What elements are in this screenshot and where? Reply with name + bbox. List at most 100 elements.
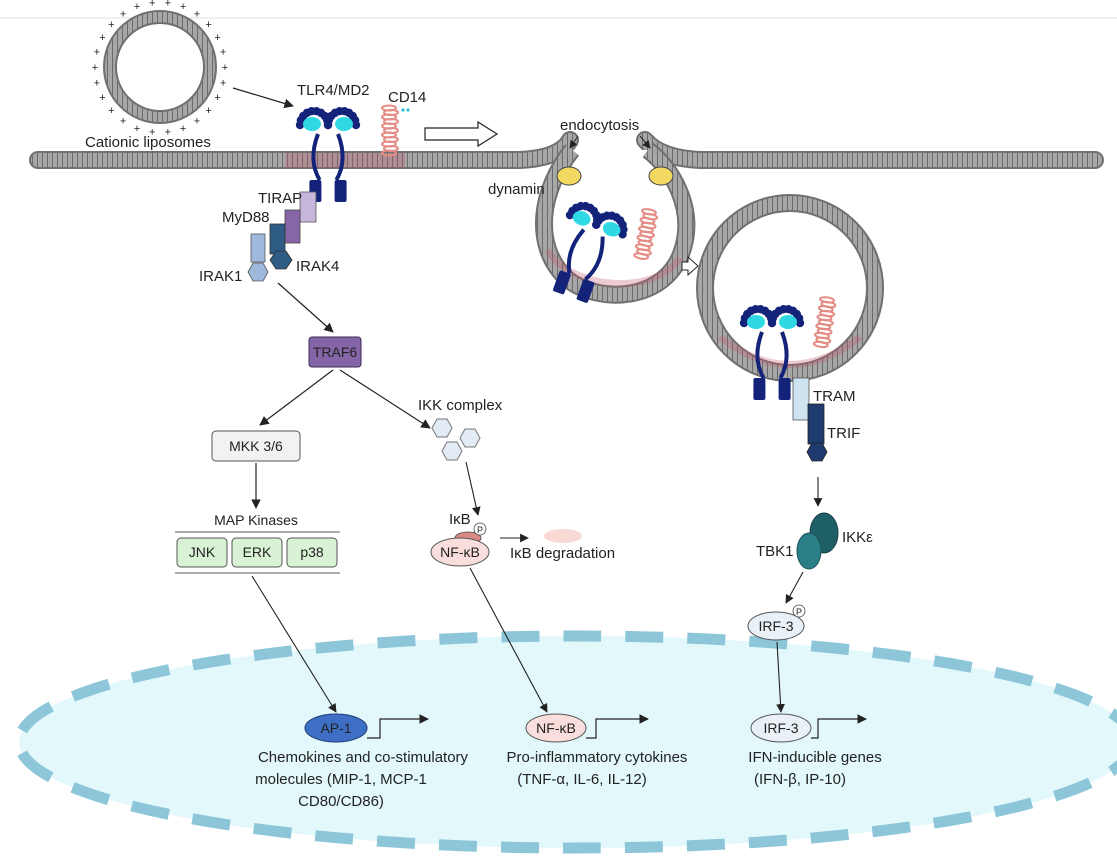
- endocytosis-arrow-right: [639, 135, 651, 149]
- plus-charge: +: [165, 0, 171, 9]
- cationic-liposome: ++++++++++++++++++++++++++: [92, 0, 228, 139]
- plus-charge: +: [214, 32, 220, 44]
- tram-shape: [792, 377, 810, 421]
- plus-charge: +: [120, 115, 126, 127]
- ap1-shape: [304, 713, 368, 743]
- dynamin-left: [556, 166, 582, 186]
- irf3-nuclear-label: IRF-3: [764, 720, 799, 736]
- irf3-label: IRF-3: [759, 618, 794, 634]
- irf3-phospho-badge: [792, 604, 806, 618]
- map-to-ap1-arrow: [251, 575, 337, 713]
- ikb-phospho-label: P: [477, 525, 483, 535]
- trif-label: TRIF: [827, 425, 860, 442]
- tram-label: TRAM: [813, 388, 856, 405]
- ikk-complex-label: IKK complex: [418, 397, 503, 414]
- irf3-genes-line2: (IFN-β, IP-10): [754, 771, 846, 788]
- irf3-nuclear-shape: [750, 713, 812, 743]
- tlr4-stalk: [584, 236, 605, 281]
- nfkb-genes-line2: (TNF-α, IL-6, IL-12): [517, 771, 647, 788]
- plus-charge: +: [149, 127, 155, 139]
- tlr4-md2-label: TLR4/MD2: [297, 82, 370, 99]
- endocytosis-arrow-left: [569, 135, 579, 149]
- irak4-label: IRAK4: [296, 258, 339, 275]
- endocytosis-label: endocytosis: [560, 117, 639, 134]
- tirap-label: TIRAP: [258, 190, 302, 207]
- irf3-genes-line1: IFN-inducible genes: [748, 749, 881, 766]
- plus-charge: +: [165, 127, 171, 139]
- md2-protein: [747, 315, 765, 329]
- ikb-label: IκB: [449, 511, 471, 528]
- irf3-shape: [747, 611, 805, 641]
- plus-charge: +: [94, 46, 100, 58]
- cd14-receptor-endosome: [812, 296, 837, 349]
- mkk-label: MKK 3/6: [229, 438, 283, 454]
- ap1-genes-line2: molecules (MIP-1, MCP-1: [255, 771, 427, 788]
- tlr4-md2-complex: [295, 107, 361, 202]
- nfkb-label: NF-κB: [440, 544, 480, 560]
- mkk-box: [211, 430, 301, 462]
- cd14-label: CD14: [388, 89, 426, 106]
- plus-charge: +: [180, 123, 186, 135]
- traf6-box: [308, 336, 362, 368]
- cd14-coil-turn: [633, 252, 650, 260]
- traf6-label: TRAF6: [313, 344, 358, 360]
- dynamin-label: dynamin: [488, 181, 545, 198]
- irf3-gene-arrow: [811, 714, 867, 739]
- md2-protein: [779, 315, 797, 329]
- tlr4-stalk: [311, 133, 322, 182]
- plus-charge: +: [220, 78, 226, 90]
- plus-charge: +: [180, 1, 186, 13]
- plus-charge: +: [194, 115, 200, 127]
- ikk-to-ikb-arrow: [465, 461, 481, 516]
- p38-box: [286, 537, 338, 568]
- dynamin-right: [648, 166, 674, 186]
- nfkb-to-nucleus-arrow: [469, 567, 548, 713]
- plus-charge: +: [120, 9, 126, 21]
- trif-hex: [806, 442, 828, 462]
- tlr4-ectodomain-bead: [618, 230, 627, 239]
- plus-charge: +: [205, 19, 211, 31]
- nfkb-genes-line1: Pro-inflammatory cytokines: [507, 749, 688, 766]
- tirap-shape: [299, 191, 317, 223]
- tlr4-tir-domain: [576, 279, 595, 303]
- liposome-label: Cationic liposomes: [85, 134, 211, 151]
- tbk1-shape: [796, 532, 822, 570]
- plus-charge: +: [99, 32, 105, 44]
- cd14-dot: [401, 108, 405, 112]
- ikk-hex: [459, 428, 481, 448]
- cd14-receptor-pit: [633, 208, 659, 260]
- cd14-receptor: [381, 104, 399, 157]
- irf3-to-nucleus-arrow: [776, 641, 785, 713]
- traf6-to-ikk-arrow: [339, 369, 431, 429]
- irak1-label: IRAK1: [199, 268, 242, 285]
- cd14-coil-turn: [381, 149, 397, 157]
- trif-shape: [807, 403, 825, 445]
- plus-charge: +: [222, 62, 228, 74]
- md2-protein: [335, 117, 353, 131]
- endocytic-pit: [534, 142, 696, 304]
- nfkb-shape: [430, 537, 490, 567]
- ikk-hex: [441, 441, 463, 461]
- ikke-label: IKKε: [842, 529, 873, 546]
- nfkb-gene-arrow: [586, 714, 649, 739]
- cd14-dot: [406, 108, 410, 112]
- myd88-shape: [284, 209, 301, 244]
- myd88-label: MyD88: [222, 209, 270, 226]
- irak1-hex: [247, 262, 269, 282]
- tlr4-stalk: [778, 331, 789, 380]
- tlr4-stalk: [566, 228, 586, 274]
- plus-charge: +: [134, 1, 140, 13]
- tlr4-stalk: [334, 133, 345, 182]
- erk-label: ERK: [243, 544, 272, 560]
- plus-charge: +: [205, 105, 211, 117]
- irak4-shape: [269, 223, 286, 255]
- traf6-to-mkk-arrow: [259, 369, 334, 426]
- plus-charge: +: [194, 9, 200, 21]
- plus-charge: +: [149, 0, 155, 9]
- tbk1-to-irf3-arrow: [785, 571, 804, 604]
- plus-charge: +: [108, 19, 114, 31]
- tlr4-tir-domain: [753, 378, 766, 400]
- ap1-label: AP-1: [320, 720, 351, 736]
- irak1-shape: [250, 233, 266, 263]
